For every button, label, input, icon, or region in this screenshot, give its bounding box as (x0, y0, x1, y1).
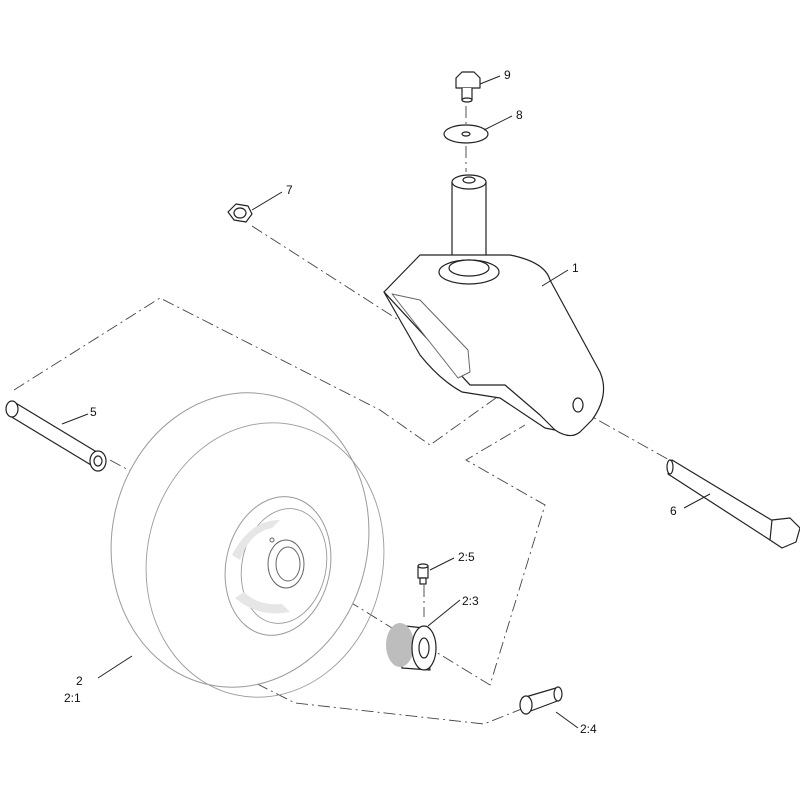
caster-fork-part-1 (383, 174, 605, 437)
callout-5: 5 (90, 405, 97, 419)
centerline-spacer-loop (13, 297, 501, 446)
callout-6: 6 (670, 504, 677, 518)
valve-stem-part-2-4 (519, 686, 563, 715)
wheel-assembly-part-2 (110, 392, 385, 698)
callout-2: 2 (76, 674, 83, 688)
leader-6 (683, 493, 711, 509)
callout-2-4: 2:4 (580, 722, 597, 736)
callout-2-1: 2:1 (64, 691, 81, 705)
grease-fitting-part-2-5 (417, 563, 429, 585)
leader-5 (61, 413, 89, 425)
leader-8 (483, 115, 513, 131)
centerline-fork-to-bolt (579, 409, 681, 467)
leader-2 (97, 655, 133, 679)
leader-2-5 (429, 557, 455, 571)
leader-2-4 (555, 711, 579, 729)
callout-labels: 9 8 7 1 5 6 2:5 2:3 2 2:1 2:4 (64, 68, 677, 736)
leader-7 (251, 191, 283, 211)
leader-1 (541, 269, 569, 287)
washer-part-8 (443, 124, 489, 144)
lock-nut-part-7 (227, 203, 253, 223)
spacer-tube-part-5 (5, 400, 107, 472)
callout-1: 1 (572, 261, 579, 275)
callout-9: 9 (504, 68, 511, 82)
leader-lines (61, 75, 711, 729)
callout-8: 8 (516, 108, 523, 122)
axle-bolt-part-6 (666, 459, 800, 549)
callout-2-3: 2:3 (462, 594, 479, 608)
bearing-part-2-3 (386, 623, 437, 671)
callout-7: 7 (286, 183, 293, 197)
leader-2-3 (427, 599, 461, 627)
leader-9 (479, 75, 501, 85)
bolt-part-9 (455, 71, 481, 103)
callout-2-5: 2:5 (458, 550, 475, 564)
